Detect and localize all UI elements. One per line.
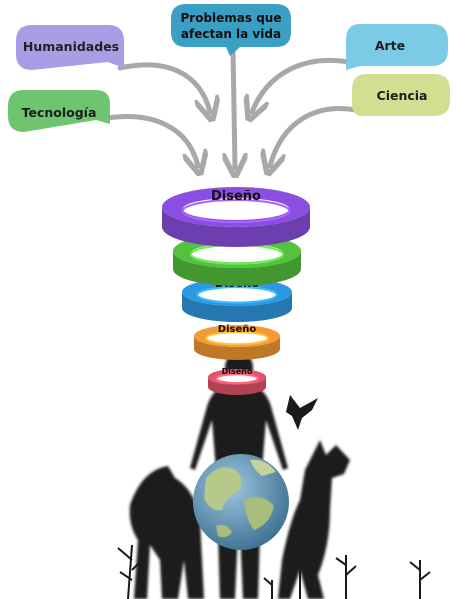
funnel-ring-side: [182, 292, 292, 322]
funnel-ring-hole: [197, 286, 277, 302]
funnel-ring-hole: [190, 243, 284, 263]
bubble-humanidades-shape: [16, 25, 124, 70]
funnel-ring-hole-rim: [181, 199, 291, 223]
funnel-ring: Diseño: [162, 187, 310, 247]
globe-icon: [193, 454, 289, 550]
bubble-problemas: Problemas que afectan la vida: [171, 4, 291, 56]
arrow-problemas: [233, 45, 235, 168]
funnel-ring-label: Diseño: [222, 367, 253, 376]
bird-icon: [286, 395, 318, 430]
dog-icon: [278, 440, 350, 599]
bubble-arte-label: Arte: [375, 38, 405, 53]
funnel-ring: Diseño: [194, 324, 280, 360]
bubble-problemas-label-line1: Problemas que: [181, 11, 282, 25]
bubble-arte-shape: [346, 24, 448, 70]
dog-icon: [129, 466, 204, 599]
bubble-tecnologia: Tecnología: [8, 90, 110, 132]
funnel-ring-hole: [206, 331, 268, 345]
arrow-ciencia: [270, 106, 359, 166]
bubble-problemas-label-line2: afectan la vida: [181, 27, 281, 41]
funnel-ring-side: [173, 251, 301, 286]
funnel-ring-hole-rim: [205, 331, 269, 346]
bubble-humanidades: Humanidades: [16, 25, 124, 70]
funnel-ring: Diseño: [208, 367, 266, 395]
funnel-ring-hole-rim: [215, 373, 259, 385]
funnel-ring-label: Diseño: [211, 189, 261, 204]
bubble-ciencia: Ciencia: [352, 74, 450, 117]
funnel-ring-hole: [216, 374, 258, 384]
funnel-ring-side: [208, 377, 266, 395]
bubble-problemas-shape: [171, 4, 291, 56]
bubble-arte: Arte: [346, 24, 448, 70]
bubble-ciencia-label: Ciencia: [377, 88, 428, 103]
arrows: [105, 45, 359, 168]
arrow-tecnologia: [105, 114, 198, 166]
bubble-tecnologia-label: Tecnología: [22, 105, 97, 120]
design-funnel: DiseñoDiseñoDiseñoDiseñoDiseño: [162, 187, 310, 395]
funnel-ring-label: Diseño: [218, 324, 257, 335]
bubble-tecnologia-shape: [8, 90, 110, 132]
funnel-ring-hole: [182, 198, 290, 220]
arrow-arte: [252, 57, 351, 112]
funnel-ring-side: [194, 336, 280, 360]
bubble-humanidades-label: Humanidades: [23, 39, 119, 54]
arrow-humanidades: [117, 62, 210, 112]
funnel-ring-hole-rim: [196, 286, 278, 304]
bubble-ciencia-shape: [352, 74, 450, 117]
